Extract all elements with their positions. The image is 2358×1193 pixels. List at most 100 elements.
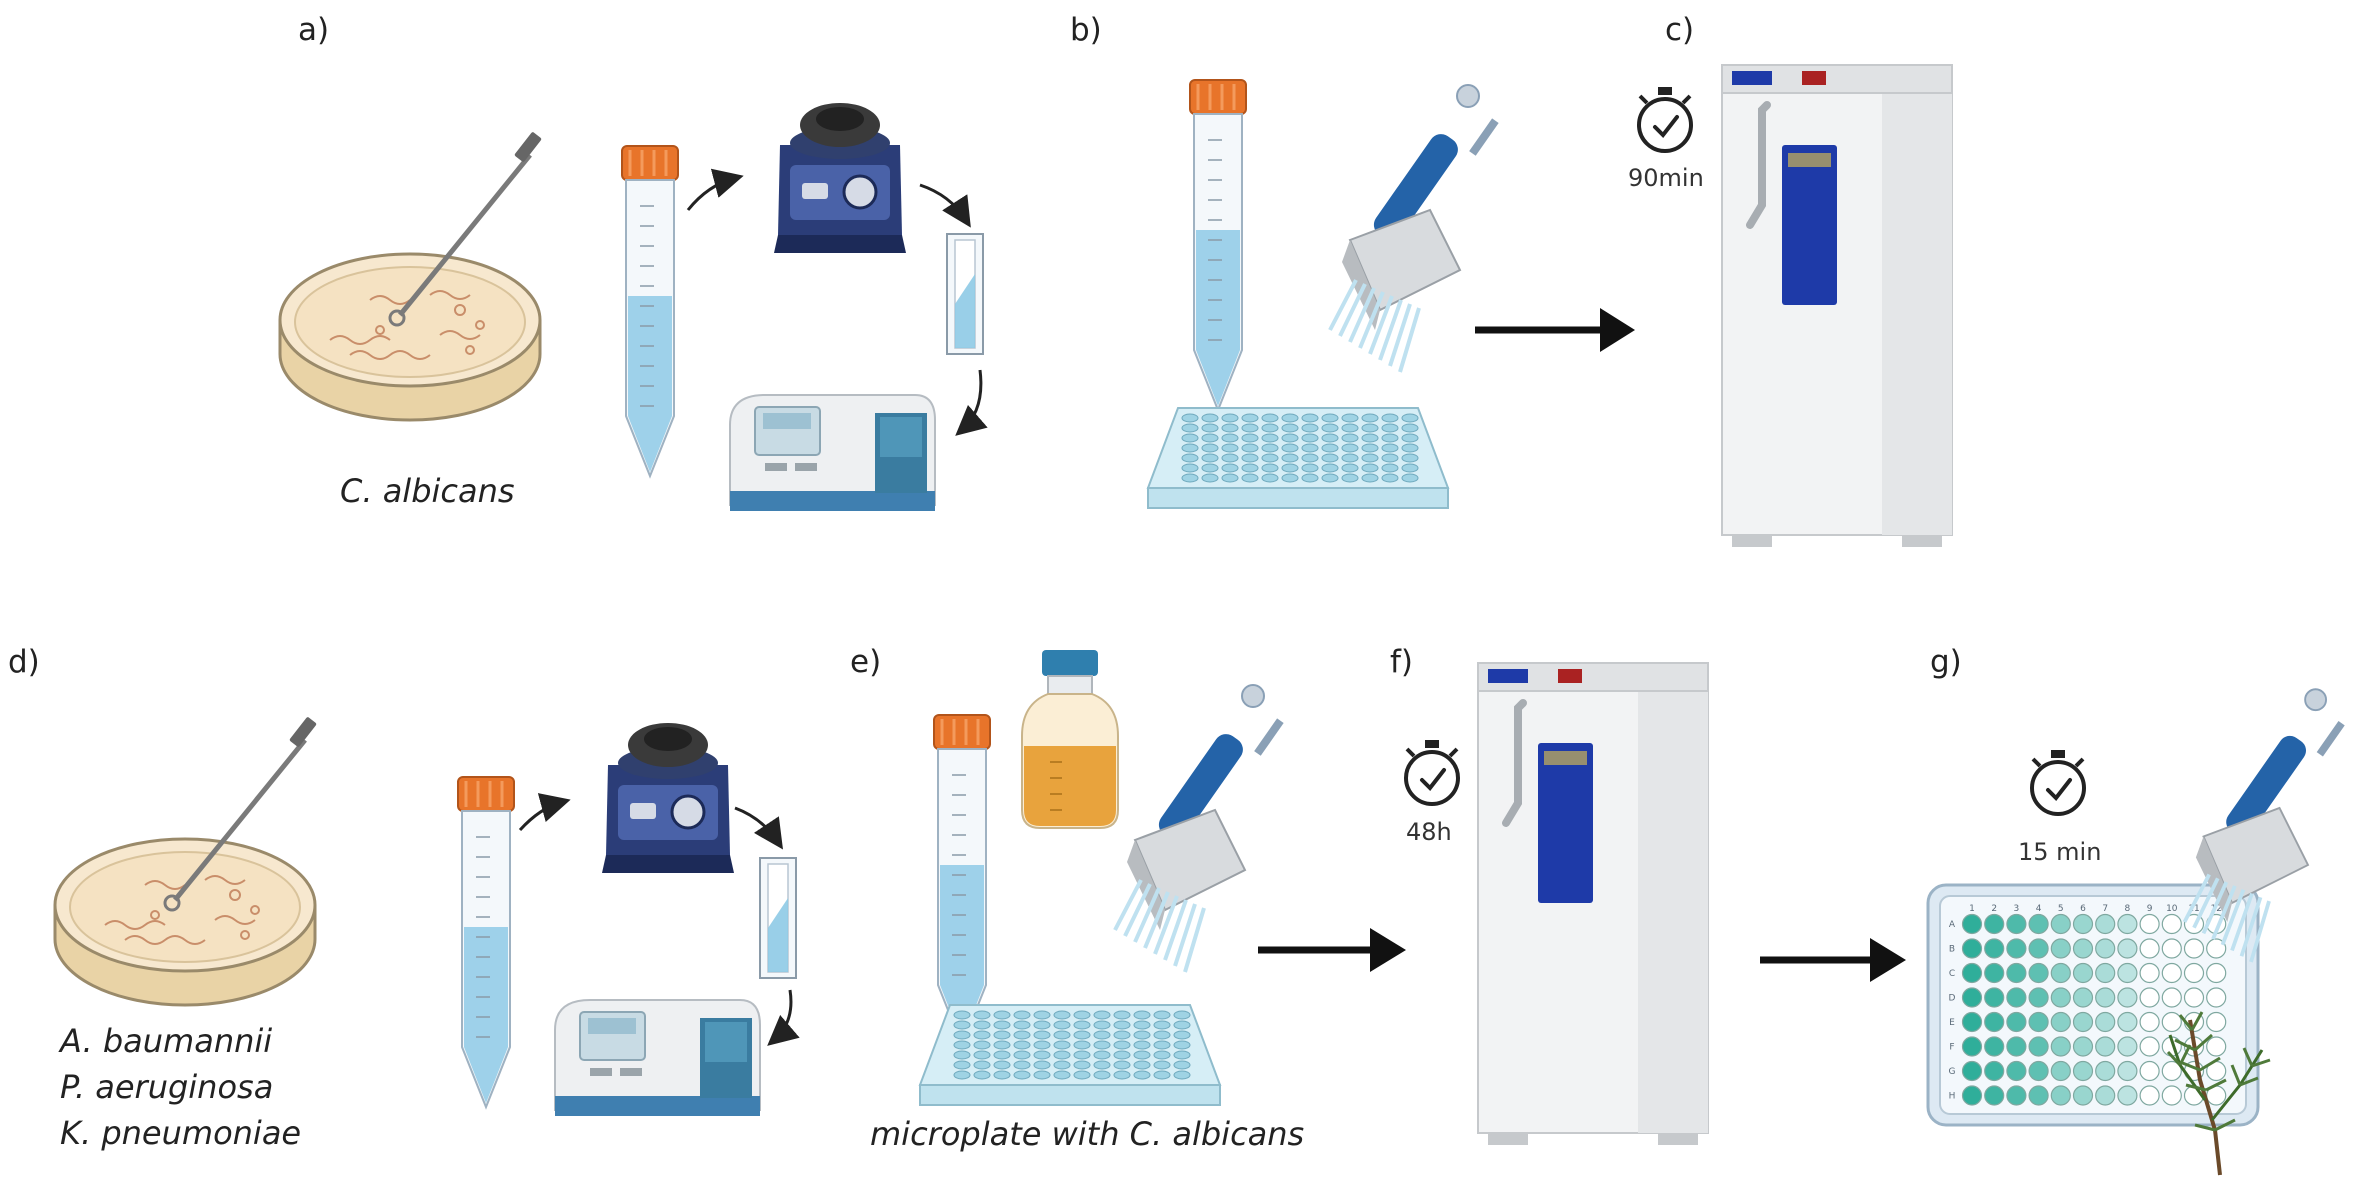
plate-well	[1984, 1060, 2005, 1082]
incubator-icon	[1478, 663, 1708, 1145]
plate-well	[2117, 938, 2138, 959]
plate-well	[2006, 987, 2027, 1008]
plate-well	[2028, 962, 2049, 984]
plate-well	[2095, 1036, 2116, 1057]
caption-bacteria-2: P. aeruginosa	[60, 1068, 273, 1106]
flow-arrow-icon	[686, 168, 744, 211]
plate-column-label: 5	[2058, 904, 2064, 914]
falcon-tube-icon	[620, 144, 680, 478]
plate-well	[2117, 1060, 2138, 1082]
plate-well	[2072, 987, 2094, 1008]
plate-column-label: 11	[2188, 904, 2199, 914]
plate-well	[2095, 1060, 2116, 1082]
multichannel-pipette-icon	[2182, 687, 2347, 964]
plate-well	[2206, 987, 2227, 1008]
plate-wells	[1961, 913, 2227, 1106]
plate-well	[2050, 1011, 2071, 1033]
plate-well	[2117, 1085, 2138, 1106]
plate-well	[1984, 962, 2005, 984]
plate-row-label: A	[1949, 920, 1956, 930]
plate-well	[2050, 962, 2071, 984]
plate-well	[2161, 1011, 2182, 1033]
plate-well	[2139, 1011, 2160, 1033]
vortex-mixer-icon	[600, 721, 736, 875]
cuvette-icon	[946, 233, 984, 355]
plate-well	[2028, 913, 2049, 935]
plate-well	[2006, 938, 2027, 959]
plate-well	[2072, 938, 2094, 959]
falcon-tube-icon	[1188, 78, 1248, 412]
plate-well	[2161, 913, 2182, 935]
panel-label-e: e)	[850, 644, 881, 680]
rosemary-sprig-icon	[2166, 1011, 2271, 1176]
plate-well	[2028, 1060, 2049, 1082]
arrowhead-icon	[1370, 928, 1406, 972]
plate-well	[2095, 987, 2116, 1008]
plate-column-label: 6	[2080, 904, 2086, 914]
timer-label-c: 90min	[1628, 164, 1704, 192]
plate-well	[1961, 1085, 1983, 1106]
plate-well	[1961, 913, 1983, 935]
plate-well	[2183, 938, 2205, 959]
plate-column-label: 8	[2125, 904, 2131, 914]
plate-well	[2161, 1060, 2182, 1082]
plate-column-label: 2	[1991, 904, 1997, 914]
panel-label-d: d)	[8, 644, 40, 680]
plate-well	[2050, 913, 2071, 935]
plate-well	[2117, 1011, 2138, 1033]
plate-well	[2161, 938, 2182, 959]
plate-well	[2028, 938, 2049, 959]
plate-row-label: G	[1949, 1067, 1956, 1077]
stopwatch-icon	[1404, 738, 1460, 806]
plate-well	[2183, 987, 2205, 1008]
plate-well	[2117, 913, 2138, 935]
plate-column-label: 3	[2014, 904, 2020, 914]
plate-well	[2006, 1060, 2027, 1082]
plate-well	[2072, 1085, 2094, 1106]
petri-dish-bacteria	[55, 716, 317, 1005]
plate-well	[2072, 913, 2094, 935]
plate-well	[1961, 962, 1983, 984]
plate-well	[2072, 962, 2094, 984]
plate-row-label: B	[1949, 945, 1955, 955]
plate-well	[2139, 987, 2160, 1008]
plate-column-label: 9	[2147, 904, 2153, 914]
plate-well	[2139, 962, 2160, 984]
plate-well	[1961, 938, 1983, 959]
plate-well	[2139, 938, 2160, 959]
plate-well	[2028, 1036, 2049, 1057]
spectrophotometer-icon	[554, 999, 761, 1117]
falcon-tube-icon	[932, 713, 992, 1047]
petri-dish-candida	[280, 131, 542, 420]
plate-well	[2006, 913, 2027, 935]
plate-well	[2028, 1085, 2049, 1106]
incubator-icon	[1722, 65, 1952, 547]
plate-well	[2161, 1085, 2182, 1106]
caption-bacteria-1: A. baumannii	[58, 1022, 272, 1060]
spectrophotometer-icon	[729, 394, 936, 512]
multichannel-pipette-icon	[1113, 683, 1286, 974]
plate-well	[1961, 987, 1983, 1008]
panel-label-g: g)	[1930, 644, 1962, 680]
plate-well	[2139, 1036, 2160, 1057]
multichannel-pipette-icon	[1328, 83, 1501, 374]
broth-bottle-icon	[1021, 650, 1119, 829]
panel-label-b: b)	[1070, 12, 1102, 48]
plate-well	[2117, 987, 2138, 1008]
plate-well	[2161, 987, 2182, 1008]
plate-well	[1961, 1036, 1983, 1057]
plate-column-label: 4	[2036, 904, 2042, 914]
plate-well	[2050, 987, 2071, 1008]
arrowhead-icon	[1600, 308, 1635, 352]
plate-well	[2072, 1036, 2094, 1057]
plate-well	[2095, 938, 2116, 959]
plate-well	[2095, 1085, 2116, 1106]
plate-well	[2072, 1011, 2094, 1033]
plate-well	[2095, 913, 2116, 935]
plate-well	[2028, 987, 2049, 1008]
flow-arrow-icon	[767, 989, 800, 1046]
timer-label-g: 15 min	[2018, 838, 2101, 866]
plate-well	[2050, 1060, 2071, 1082]
